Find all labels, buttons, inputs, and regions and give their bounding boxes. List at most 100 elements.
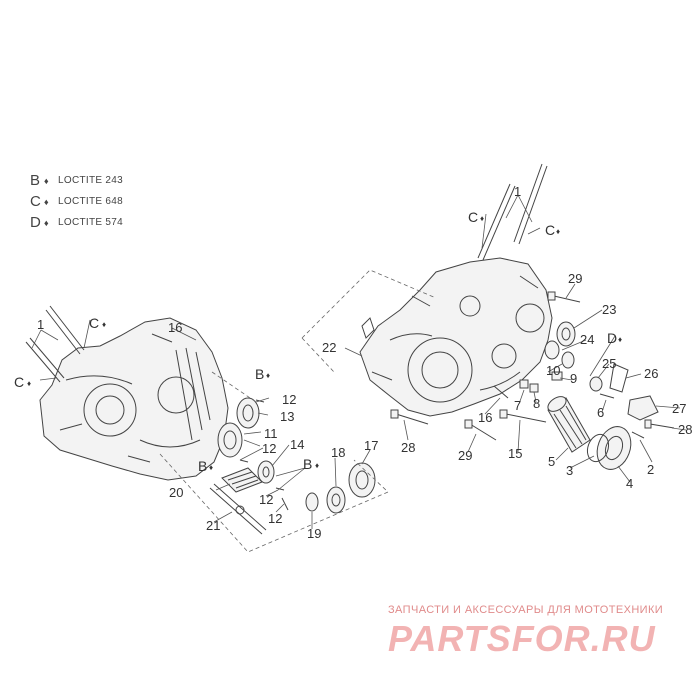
legend: B ♦ LOCTITE 243 C ♦ LOCTITE 648 D ♦ LOCT… <box>30 170 123 233</box>
oring-3-drawing <box>586 433 610 463</box>
screw-2-drawing <box>631 431 645 439</box>
loctite-markers: C C B B B C C D ♦ ♦ ♦ ♦ ♦ ♦ ♦ ♦ <box>14 209 622 474</box>
leader-lines <box>31 194 687 529</box>
legend-row-d: D ♦ LOCTITE 574 <box>30 212 123 233</box>
bearing-13-drawing <box>236 397 260 429</box>
legend-letter: D <box>30 214 41 231</box>
drop-icon: ♦ <box>44 217 49 228</box>
loctite-marker-d: D <box>607 330 617 346</box>
bolt-16-drawing <box>493 385 509 399</box>
watermark: ЗАПЧАСТИ И АКСЕССУАРЫ ДЛЯ МОТОТЕХНИКИ PA… <box>388 604 688 660</box>
callout-28: 28 <box>678 422 692 437</box>
loctite-marker-c: C <box>89 315 99 331</box>
callout-21: 21 <box>206 518 220 533</box>
callout-22: 22 <box>322 340 336 355</box>
callout-9: 9 <box>570 371 577 386</box>
callout-10: 10 <box>546 363 560 378</box>
callout-12: 12 <box>268 511 282 526</box>
watermark-tagline: ЗАПЧАСТИ И АКСЕССУАРЫ ДЛЯ МОТОТЕХНИКИ <box>388 604 664 616</box>
callout-6: 6 <box>597 405 604 420</box>
callout-8: 8 <box>533 396 540 411</box>
bolt-15-drawing <box>499 409 547 423</box>
strainer-20-drawing <box>221 467 263 493</box>
drop-icon: ♦ <box>27 379 31 388</box>
bolt-28-lower-drawing <box>390 409 429 425</box>
left-crankcase-drawing <box>39 317 229 481</box>
drop-icon: ♦ <box>556 227 560 236</box>
legend-text: LOCTITE 574 <box>58 217 123 228</box>
callout-19: 19 <box>307 526 321 541</box>
callout-4: 4 <box>626 476 633 491</box>
callout-13: 13 <box>280 409 294 424</box>
callout-25: 25 <box>602 356 616 371</box>
callout-7: 7 <box>514 398 521 413</box>
callout-2: 2 <box>647 462 654 477</box>
bearing-24-drawing <box>544 340 560 360</box>
shaft-21-drawing <box>209 483 267 535</box>
callout-1: 1 <box>37 317 44 332</box>
callout-14: 14 <box>290 437 304 452</box>
legend-row-c: C ♦ LOCTITE 648 <box>30 191 123 212</box>
filter-cover-4-drawing <box>596 426 632 470</box>
bearing-11-drawing <box>217 422 243 458</box>
drop-icon: ♦ <box>209 463 213 472</box>
left-studs-drawing <box>25 305 85 383</box>
drop-icon: ♦ <box>102 320 106 329</box>
callout-26: 26 <box>644 366 658 381</box>
fitting-7-drawing <box>519 379 529 389</box>
callout-1: 1 <box>514 184 521 199</box>
watermark-logo: PARTSFOR.RU <box>388 618 656 659</box>
gasket-22-drawing <box>361 317 375 339</box>
callout-29: 29 <box>458 448 472 463</box>
right-studs-drawing <box>477 163 548 261</box>
callout-numbers: 1 16 12 13 11 12 14 12 12 19 18 17 20 21… <box>37 184 692 541</box>
plug-8-drawing <box>529 383 539 393</box>
seal-23-drawing <box>556 321 576 347</box>
screw-6-drawing <box>599 393 615 399</box>
callout-16: 16 <box>168 320 182 335</box>
bolt-29-upper-drawing <box>547 291 581 303</box>
seal-19-drawing <box>305 492 319 512</box>
callout-17: 17 <box>364 438 378 453</box>
sender-25-drawing <box>589 376 603 392</box>
callout-12: 12 <box>282 392 296 407</box>
callout-24: 24 <box>580 332 594 347</box>
legend-text: LOCTITE 648 <box>58 196 123 207</box>
callout-11: 11 <box>264 426 278 441</box>
callout-12: 12 <box>259 492 273 507</box>
loctite-marker-c: C <box>468 209 478 225</box>
drop-icon: ♦ <box>266 371 270 380</box>
bearing-18-drawing <box>326 486 346 514</box>
seal-10-drawing <box>561 351 575 369</box>
legend-letter: C <box>30 193 41 210</box>
legend-text: LOCTITE 243 <box>58 175 123 186</box>
assembly-dash-lines <box>159 269 437 553</box>
callout-28: 28 <box>401 440 415 455</box>
plug-9-drawing <box>551 371 563 381</box>
callout-15: 15 <box>508 446 522 461</box>
callout-20: 20 <box>169 485 183 500</box>
bearing-14-drawing <box>257 460 275 484</box>
callout-27: 27 <box>672 401 686 416</box>
legend-row-b: B ♦ LOCTITE 243 <box>30 170 123 191</box>
bolt-28-right-drawing <box>644 419 675 429</box>
drop-icon: ♦ <box>618 335 622 344</box>
drop-icon: ♦ <box>315 461 319 470</box>
drop-icon: ♦ <box>480 214 484 223</box>
loctite-marker-b: B <box>198 458 207 474</box>
callout-16: 16 <box>478 410 492 425</box>
oil-filter-5-drawing <box>547 396 591 453</box>
loctite-marker-b: B <box>255 366 264 382</box>
legend-letter: B <box>30 172 41 189</box>
callout-18: 18 <box>331 445 345 460</box>
bearing-17-drawing <box>348 462 376 498</box>
drop-icon: ♦ <box>44 175 49 186</box>
callout-3: 3 <box>566 463 573 478</box>
loctite-marker-b: B <box>303 456 312 472</box>
callout-5: 5 <box>548 454 555 469</box>
callout-12: 12 <box>262 441 276 456</box>
loctite-marker-c: C <box>545 222 555 238</box>
bracket-26-drawing <box>609 363 629 393</box>
loctite-marker-c: C <box>14 374 24 390</box>
